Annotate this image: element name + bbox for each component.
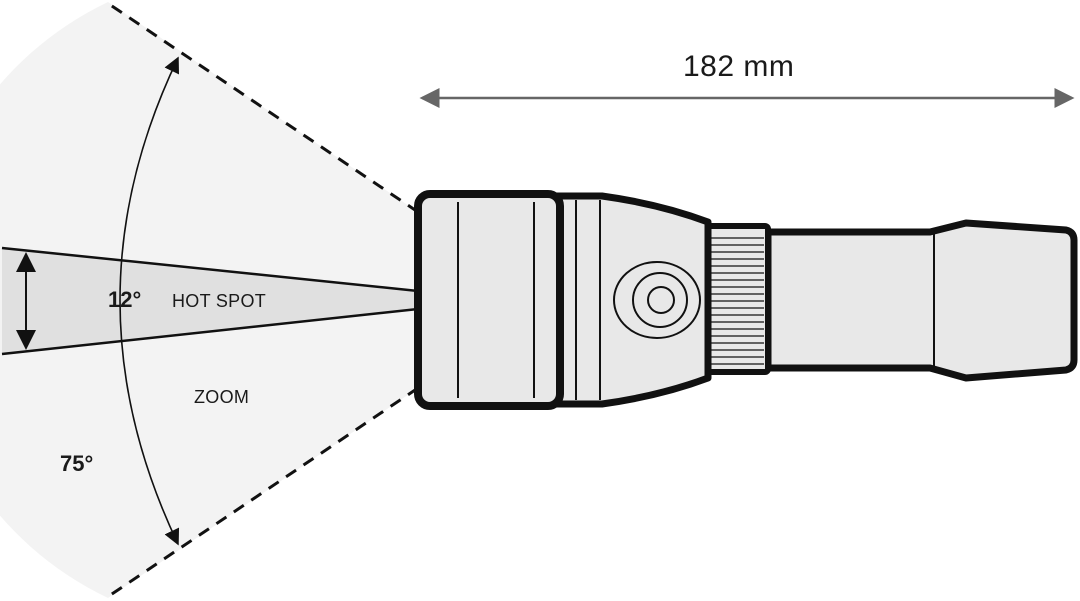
hot-spot-angle-label: 12° <box>108 287 142 312</box>
flashlight-body <box>414 190 1078 410</box>
hot-spot-edge-top <box>1 246 419 293</box>
power-button <box>613 261 701 339</box>
hot-spot-beam-area <box>2 248 418 354</box>
hot-spot-edge-bottom <box>1 307 419 356</box>
length-label: 182 mm <box>683 50 795 83</box>
knurling-lines <box>708 237 764 365</box>
zoom-angle-label: 75° <box>60 451 94 476</box>
zoom-angle-arc <box>119 56 180 546</box>
flashlight-head <box>414 190 564 410</box>
flashlight-tail <box>764 219 1078 382</box>
hot-spot-label: HOT SPOT <box>172 291 267 311</box>
zoom-label: ZOOM <box>194 387 250 407</box>
